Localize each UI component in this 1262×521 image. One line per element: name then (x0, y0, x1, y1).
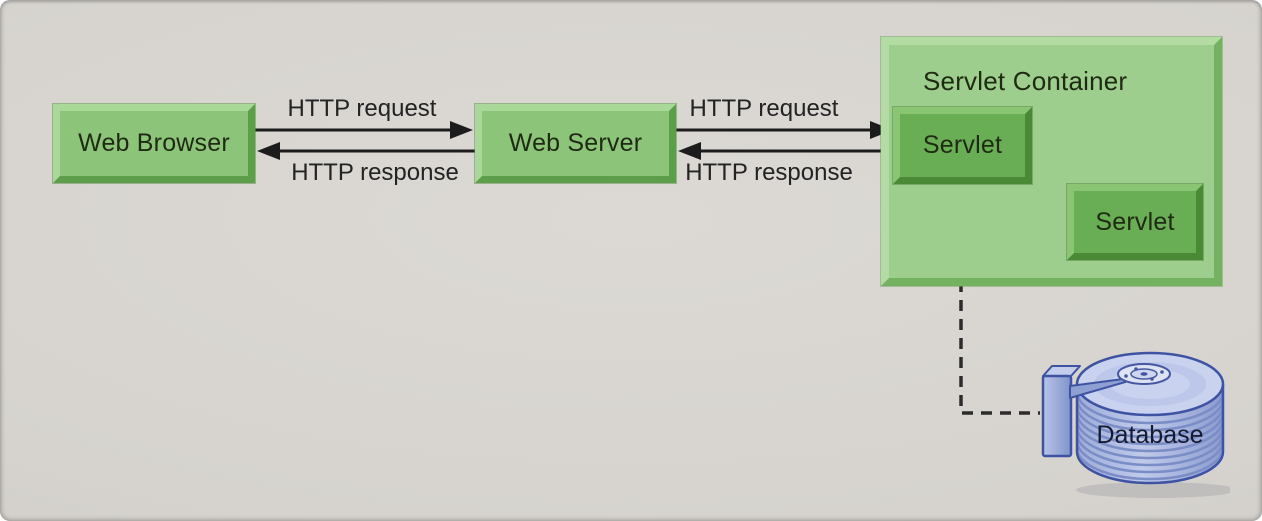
web-server-label: Web Server (508, 129, 643, 157)
http-response-label-2: HTTP response (685, 159, 853, 186)
http-request-label-1: HTTP request (287, 95, 437, 122)
http-request-arrow-server-servlet (676, 121, 893, 139)
web-browser-label: Web Browser (78, 129, 230, 157)
servlet-container-label: Servlet Container (923, 66, 1128, 96)
http-response-label-1: HTTP response (291, 159, 459, 186)
http-request-label-2: HTTP request (689, 95, 839, 122)
servlet-secondary-node: Servlet (1067, 184, 1203, 260)
arrowhead-left-icon (678, 142, 701, 160)
arrowhead-right-icon (450, 121, 473, 139)
web-server-node: Web Server (475, 104, 676, 183)
http-response-arrow-servlet-server (678, 142, 893, 160)
database-label: Database (1096, 421, 1204, 449)
servlet-secondary-label: Servlet (1095, 207, 1175, 236)
web-browser-node: Web Browser (53, 104, 255, 183)
servlet-primary-node: Servlet (893, 107, 1032, 184)
http-request-arrow-browser-server (255, 121, 473, 139)
arrowhead-left-icon (257, 142, 280, 160)
servlet-primary-label: Servlet (922, 131, 1003, 159)
